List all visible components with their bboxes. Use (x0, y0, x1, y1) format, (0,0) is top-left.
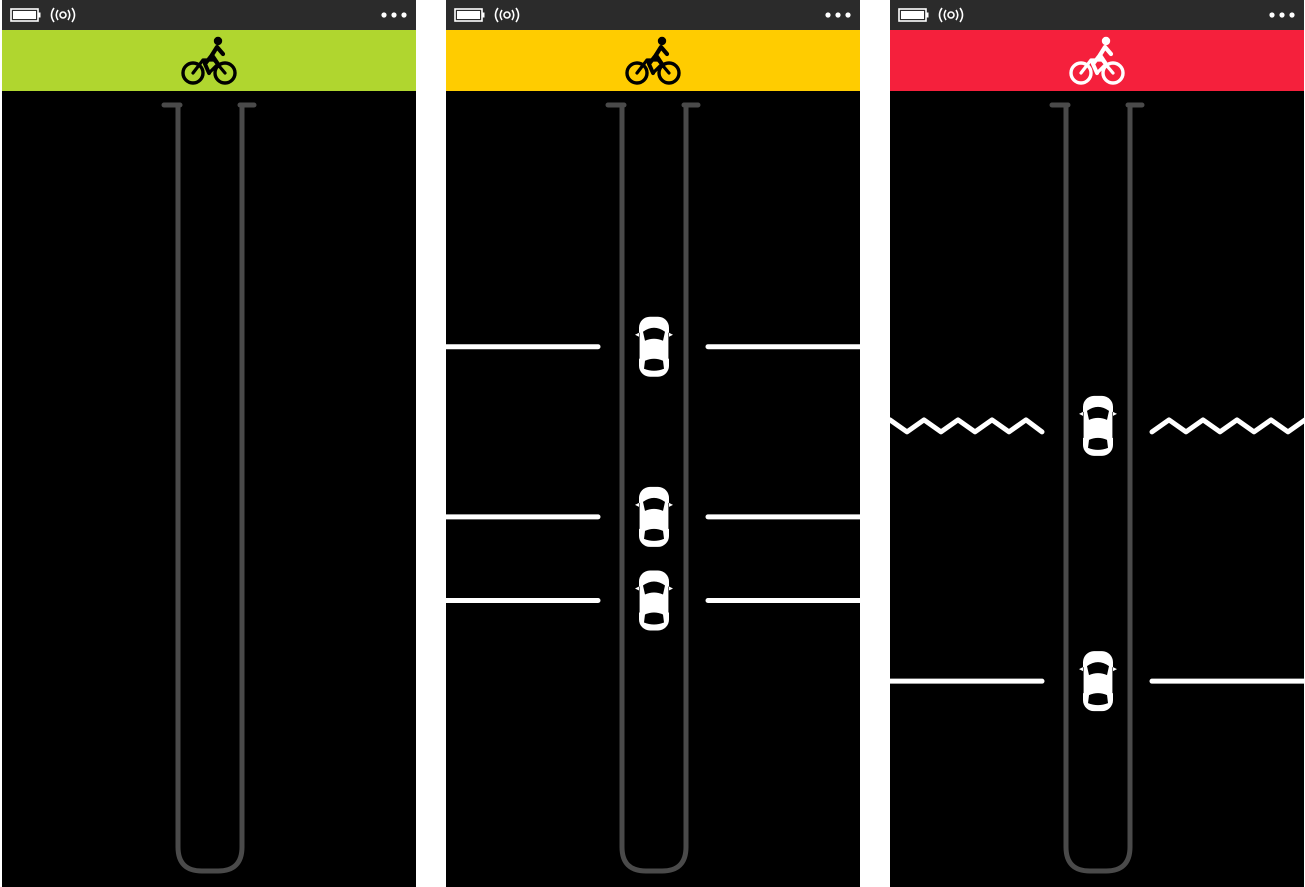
vehicle-marker-line-left (890, 417, 1045, 435)
car-top-view-icon (1079, 651, 1117, 712)
radar-track-outline (161, 102, 257, 874)
more-options-icon[interactable] (1268, 5, 1296, 25)
radar-track (446, 102, 860, 874)
more-options-icon[interactable] (824, 5, 852, 25)
battery-icon (454, 8, 485, 22)
radar-track (890, 102, 1304, 874)
radar-signal-icon (494, 7, 520, 23)
bicycle-glyph (1069, 36, 1125, 85)
more-options-icon[interactable] (380, 5, 408, 25)
status-bar (890, 0, 1304, 30)
threat-level-header (446, 30, 860, 91)
bicycle-rider-icon (181, 36, 237, 85)
battery-icon (898, 8, 929, 22)
threat-level-header (2, 30, 416, 91)
radar-screen-clear (2, 0, 416, 887)
radar-track (161, 102, 257, 874)
status-bar (446, 0, 860, 30)
radar-screen-caution (446, 0, 860, 887)
radar-signal-icon (50, 7, 76, 23)
car-top-view-icon (1079, 395, 1117, 456)
car-top-view-icon (635, 486, 673, 547)
car-top-view-icon (635, 570, 673, 631)
threat-level-header (890, 30, 1304, 91)
radar-screen-danger (890, 0, 1304, 887)
status-bar (2, 0, 416, 30)
bicycle-glyph (181, 36, 237, 85)
vehicle-marker-line-right (1149, 417, 1304, 435)
bicycle-rider-icon (625, 36, 681, 85)
bicycle-glyph (625, 36, 681, 85)
radar-track-outline (605, 102, 701, 874)
radar-signal-icon (938, 7, 964, 23)
battery-icon (10, 8, 41, 22)
bicycle-rider-icon (1069, 36, 1125, 85)
radar-track-outline (1049, 102, 1145, 874)
car-top-view-icon (635, 316, 673, 377)
